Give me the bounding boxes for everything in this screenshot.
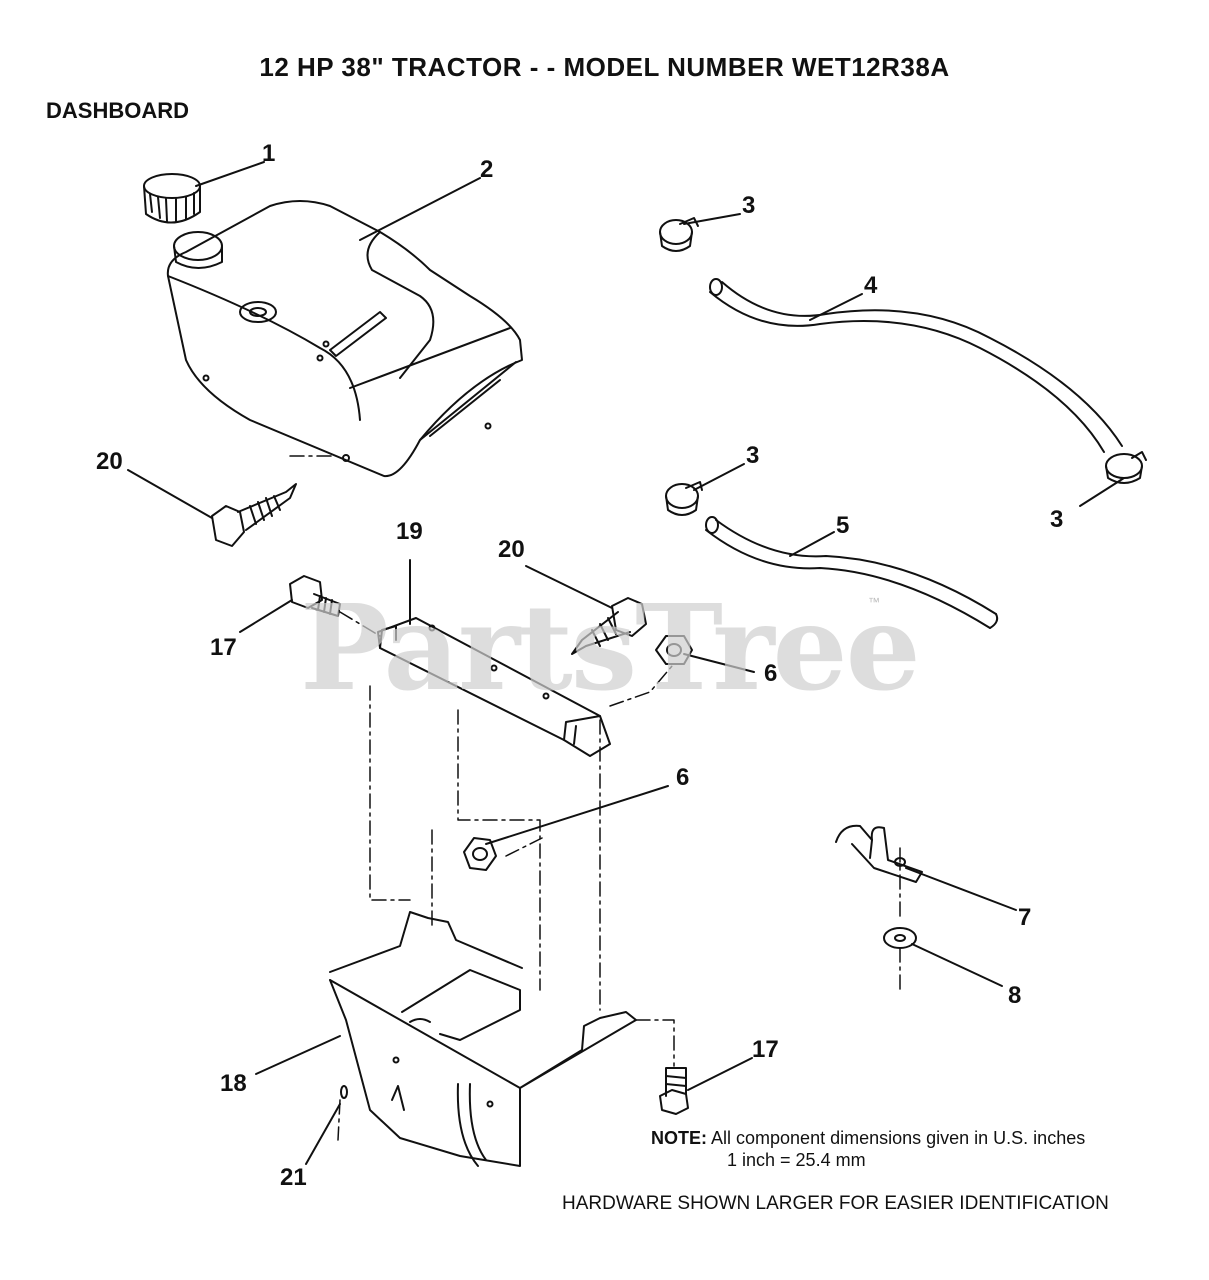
callout-17: 17 bbox=[752, 1036, 779, 1063]
hose-clip-part bbox=[835, 824, 923, 883]
nut-part bbox=[463, 635, 693, 871]
page-title: 12 HP 38" TRACTOR - - MODEL NUMBER WET12… bbox=[259, 52, 950, 82]
callout-1: 1 bbox=[262, 140, 276, 167]
callout-5: 5 bbox=[836, 512, 850, 539]
callout-3: 3 bbox=[742, 192, 756, 219]
callout-21: 21 bbox=[280, 1164, 307, 1191]
watermark-text: PartsTree bbox=[300, 578, 921, 717]
callout-8: 8 bbox=[1008, 982, 1022, 1009]
leader-lines bbox=[127, 161, 1125, 1165]
section-title: DASHBOARD bbox=[46, 98, 189, 123]
callout-20: 20 bbox=[96, 448, 123, 475]
fuel-line-part bbox=[709, 278, 1123, 453]
callout-18: 18 bbox=[220, 1070, 247, 1097]
lower-dash-panel-part bbox=[329, 911, 637, 1167]
callout-20: 20 bbox=[498, 536, 525, 563]
fuel-cap-part bbox=[143, 173, 201, 224]
trademark-symbol: ™ bbox=[868, 595, 880, 609]
dashboard-housing-part bbox=[166, 200, 523, 478]
assembly-lines bbox=[289, 455, 901, 1141]
dimension-note: NOTE: All component dimensions given in … bbox=[651, 1127, 1085, 1171]
callout-4: 4 bbox=[864, 272, 878, 299]
callout-6: 6 bbox=[764, 660, 778, 687]
callout-2: 2 bbox=[480, 156, 494, 183]
screw-part bbox=[211, 483, 297, 547]
note-line-1: All component dimensions given in U.S. i… bbox=[711, 1128, 1086, 1148]
screw-part bbox=[571, 597, 647, 655]
callout-7: 7 bbox=[1018, 904, 1032, 931]
fuel-line-part bbox=[705, 516, 999, 629]
washer-part bbox=[883, 927, 917, 949]
bolt-part bbox=[289, 575, 689, 1115]
callout-3: 3 bbox=[746, 442, 760, 469]
callout-6: 6 bbox=[676, 764, 690, 791]
hardware-note: HARDWARE SHOWN LARGER FOR EASIER IDENTIF… bbox=[562, 1193, 1109, 1214]
callout-3: 3 bbox=[1050, 506, 1064, 533]
rivet-part bbox=[340, 1085, 348, 1099]
hose-clamp-part bbox=[659, 217, 1147, 516]
note-line-2: 1 inch = 25.4 mm bbox=[727, 1150, 866, 1170]
callout-17: 17 bbox=[210, 634, 237, 661]
note-label: NOTE: bbox=[651, 1128, 707, 1148]
callout-19: 19 bbox=[396, 518, 423, 545]
